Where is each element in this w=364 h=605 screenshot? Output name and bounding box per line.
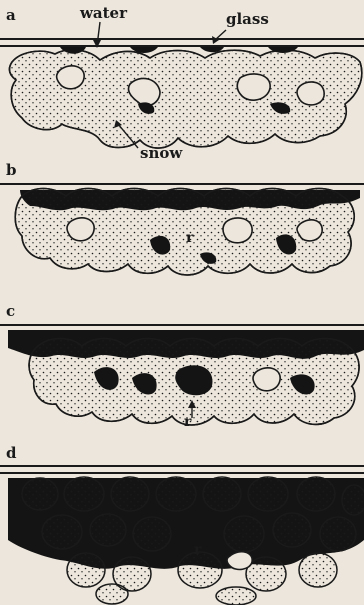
grain-d2 xyxy=(64,477,104,511)
pore-b1 xyxy=(67,218,94,241)
panel-d: d r xyxy=(0,444,364,605)
grain-d20 xyxy=(96,584,128,604)
grain-d10 xyxy=(90,514,126,546)
pore-c1 xyxy=(253,368,280,391)
panel-label-c: c xyxy=(6,302,15,320)
r-label-b: r xyxy=(186,230,194,246)
water-label: water xyxy=(79,4,128,22)
grain-d3 xyxy=(111,477,149,511)
pore-a3 xyxy=(237,74,270,100)
grain-d8 xyxy=(342,485,364,515)
pore-b2 xyxy=(223,218,252,243)
grain-d14 xyxy=(320,517,356,551)
r-label-c: r xyxy=(184,414,192,430)
grain-d12 xyxy=(224,516,264,552)
panel-label-d: d xyxy=(6,444,17,462)
grain-d21 xyxy=(216,587,256,605)
panel-label-b: b xyxy=(6,161,17,179)
grain-d6 xyxy=(248,477,288,511)
grain-d7 xyxy=(297,477,335,511)
panel-b: b r xyxy=(0,161,364,275)
snow-label: snow xyxy=(140,144,183,162)
grain-d5 xyxy=(203,477,241,511)
panel-label-a: a xyxy=(6,6,16,24)
grain-d11 xyxy=(133,517,171,551)
pore-a1 xyxy=(57,66,85,89)
grain-d4 xyxy=(156,477,196,511)
pore-a4 xyxy=(297,82,324,105)
grain-d15 xyxy=(67,553,105,587)
glass-label: glass xyxy=(226,10,269,28)
grain-d13 xyxy=(273,513,311,547)
panel-c: c r xyxy=(0,302,364,430)
grain-d1 xyxy=(22,478,58,510)
grain-d19 xyxy=(299,553,337,587)
pore-b3 xyxy=(297,220,322,241)
r-label-d: r xyxy=(194,542,202,558)
grain-d9 xyxy=(42,515,82,549)
panel-a: a water glass snow xyxy=(0,4,364,162)
